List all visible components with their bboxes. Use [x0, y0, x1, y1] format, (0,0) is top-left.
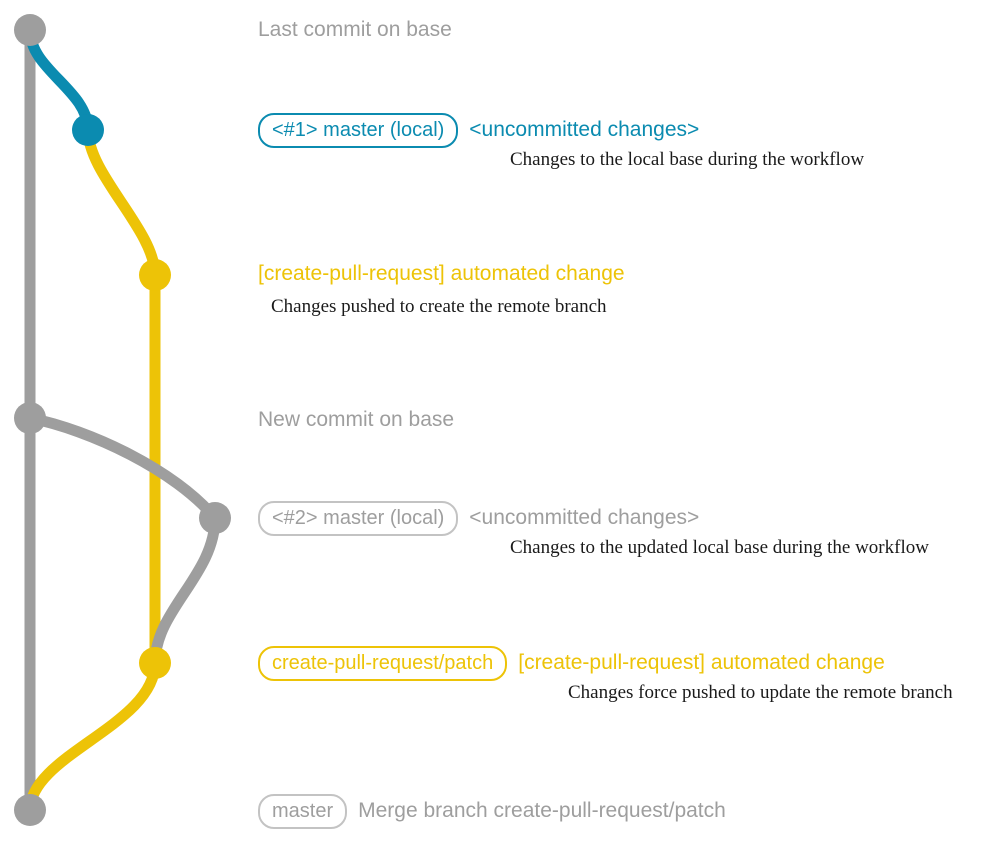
node-remote-2: [139, 647, 171, 679]
node-local-1: [72, 114, 104, 146]
headline-local-change-2: <uncommitted changes>: [469, 506, 700, 529]
row-remote-create: [create-pull-request] automated change: [258, 262, 625, 286]
description-local-change-2: Changes to the updated local base during…: [510, 537, 929, 558]
edge-basenew-to-local2: [24, 412, 221, 524]
label-last-commit-on-base: Last commit on base: [258, 18, 452, 41]
row-local-change-2: <#2> master (local) <uncommitted changes…: [258, 501, 699, 536]
branch-pill-master[interactable]: master: [258, 794, 348, 829]
branch-pill-local-2[interactable]: <#2> master (local): [258, 501, 459, 536]
headline-merge: Merge branch create-pull-request/patch: [358, 799, 726, 822]
commit-nodes: [14, 14, 231, 826]
description-local-change-1: Changes to the local base during the wor…: [510, 149, 865, 170]
row-local-change-1: <#1> master (local) <uncommitted changes…: [258, 113, 699, 148]
edge-local1-to-remote1: [82, 124, 161, 281]
description-remote-update: Changes force pushed to update the remot…: [568, 682, 953, 703]
branch-pill-remote-patch[interactable]: create-pull-request/patch: [258, 646, 508, 681]
node-base-new: [14, 402, 46, 434]
description-remote-create: Changes pushed to create the remote bran…: [271, 296, 607, 317]
node-base-merge: [14, 794, 46, 826]
label-new-commit-on-base: New commit on base: [258, 408, 455, 431]
headline-remote-create: [create-pull-request] automated change: [258, 262, 625, 285]
row-merge: master Merge branch create-pull-request/…: [258, 794, 726, 829]
headline-remote-update: [create-pull-request] automated change: [518, 651, 885, 674]
node-base-last: [14, 14, 46, 46]
edge-remote2-to-merge: [24, 657, 161, 816]
row-remote-update: create-pull-request/patch [create-pull-r…: [258, 646, 885, 681]
node-local-2: [199, 502, 231, 534]
commit-graph-svg: [14, 14, 231, 826]
node-remote-1: [139, 259, 171, 291]
edge-local2-to-remote2: [149, 512, 221, 669]
headline-local-change-1: <uncommitted changes>: [469, 118, 700, 141]
edge-base-to-local1: [24, 24, 94, 136]
branch-pill-local-1[interactable]: <#1> master (local): [258, 113, 459, 148]
